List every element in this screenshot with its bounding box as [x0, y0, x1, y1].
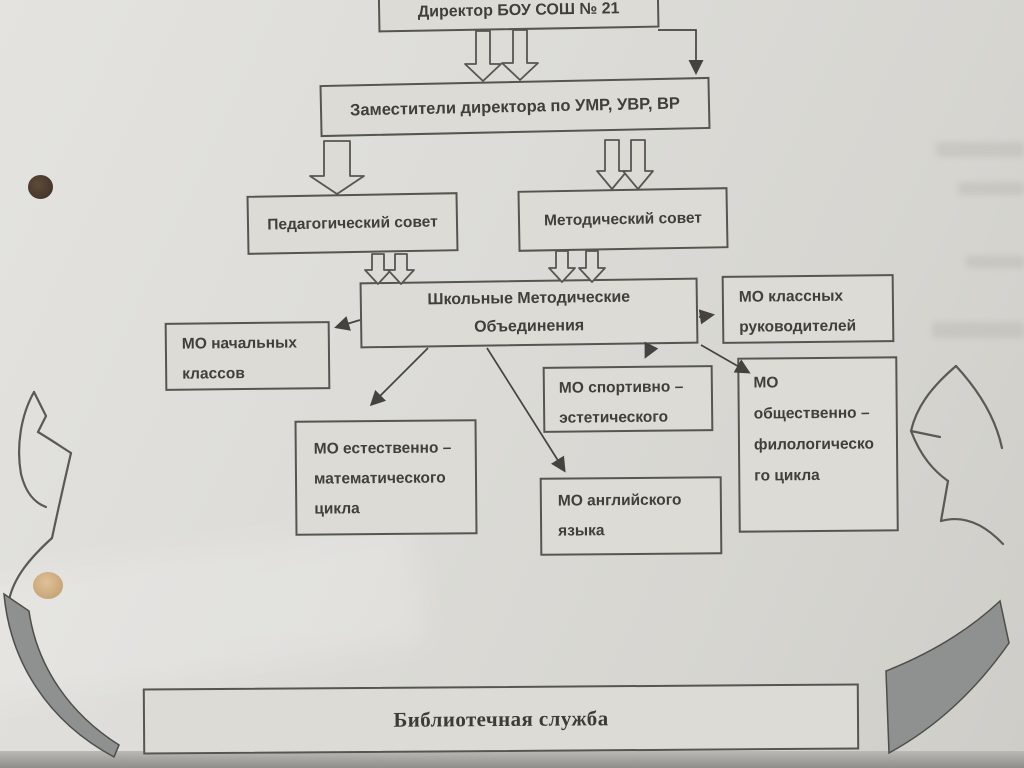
node-pedagogical-council: Педагогический совет [246, 192, 459, 255]
show-through-text-smudge [958, 182, 1024, 195]
block-arrow-director-to-deputies-2 [501, 29, 539, 81]
show-through-text-smudge [966, 256, 1024, 268]
decorative-curved-arrow-right [885, 364, 1010, 755]
block-arrow-deputies-to-pedagogical [309, 140, 365, 195]
node-mo-english: МО английского языка [539, 476, 723, 556]
arrow-shmo-to-class-teachers [698, 309, 716, 325]
hole-punch-tan [33, 572, 63, 599]
arrow-director-to-deputies-corner [658, 29, 704, 76]
hole-punch-dark [28, 175, 53, 199]
node-library-service: Библиотечная служба [142, 683, 860, 755]
node-mo-sport-aesthetic: МО спортивно – эстетического [542, 365, 714, 433]
show-through-text-smudge [932, 322, 1024, 338]
node-mo-social-philological: МО общественно – филологическо го цикла [737, 356, 899, 533]
block-arrow-methodical-to-shmo-2 [578, 250, 606, 283]
table-edge-shadow [0, 751, 1024, 768]
node-deputies: Заместители директора по УМР, УВР, ВР [319, 76, 711, 138]
arrow-shmo-to-primary [334, 316, 361, 331]
paper-sheen [0, 522, 427, 708]
block-arrow-deputies-to-methodical-1 [596, 139, 628, 190]
node-mo-class-teachers: МО классных руководителей [721, 274, 895, 344]
arrow-shmo-to-natural-math [369, 347, 429, 407]
show-through-text-smudge [936, 142, 1024, 157]
decorative-solid-crescent-right [885, 599, 1010, 755]
arrow-shmo-to-sport-aesthetic [644, 341, 659, 359]
block-arrow-pedagogical-to-shmo-1 [364, 253, 392, 285]
block-arrow-director-to-deputies-1 [464, 30, 502, 82]
block-arrow-deputies-to-methodical-2 [622, 139, 654, 190]
node-director: Директор БОУ СОШ № 21 [377, 0, 660, 33]
block-arrow-pedagogical-to-shmo-2 [387, 253, 415, 285]
node-school-methodical-associations: Школьные Методические Объединения [359, 277, 699, 349]
node-mo-primary-classes: МО начальных классов [164, 321, 331, 391]
node-methodical-council: Методический совет [517, 187, 729, 252]
block-arrow-methodical-to-shmo-1 [548, 250, 576, 283]
node-mo-natural-math: МО естественно – математического цикла [294, 419, 478, 536]
